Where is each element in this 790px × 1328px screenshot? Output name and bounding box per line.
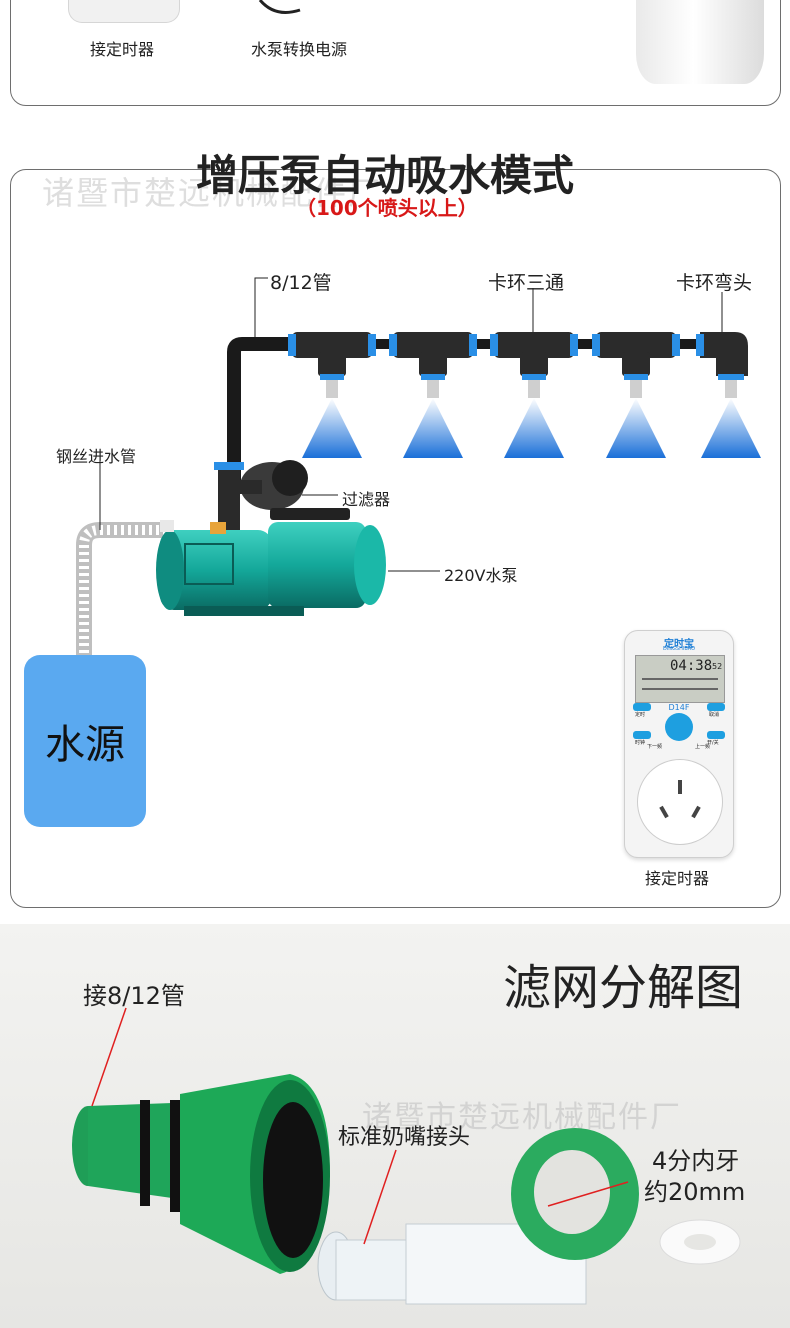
spray-cones <box>302 398 761 458</box>
power-cable-icon <box>258 0 301 14</box>
diagram-watermark: 诸暨市楚远机械配件厂 <box>42 174 383 212</box>
timer-device: 定时宝 DINGSHIBAO 04:38 52 D14F 定时 取消 时钟 开/… <box>624 630 734 858</box>
pump-label: 220V水泵 <box>444 566 518 585</box>
timer-btn-prev-label: 上一频 <box>695 744 711 750</box>
spray-cone-4 <box>606 398 666 458</box>
tee-4 <box>592 332 680 398</box>
nozzle-pointer-arrow <box>363 1149 397 1245</box>
water-source-tank: 水源 <box>24 655 146 827</box>
white-washer <box>659 1219 741 1265</box>
spray-cone-2 <box>403 398 463 458</box>
timer-model: D14F <box>668 703 690 712</box>
timer-socket <box>637 759 723 845</box>
timer-label: 接定时器 <box>645 869 710 888</box>
timer-btn-clock-label: 时钟 <box>635 740 646 746</box>
timer-dpad[interactable] <box>665 713 693 741</box>
filter-nozzle-label: 标准奶嘴接头 <box>338 1125 471 1150</box>
timer-btn-timer[interactable] <box>633 703 651 711</box>
pipe-leader-line <box>254 277 268 290</box>
timer-btn-timer-label: 定时 <box>635 712 646 718</box>
bucket-photo <box>636 0 764 84</box>
timer-label-top: 接定时器 <box>90 40 155 59</box>
elbow-label: 卡环弯头 <box>676 272 753 294</box>
filter-watermark: 诸暨市楚远机械配件厂 <box>362 1100 682 1135</box>
timer-photo-top <box>68 0 180 23</box>
pipe-pointer-arrow <box>91 1007 127 1107</box>
tee-3 <box>490 332 578 398</box>
timer-btn-clock[interactable] <box>633 731 651 739</box>
inlet-hose-label: 钢丝进水管 <box>56 447 137 466</box>
water-source-label: 水源 <box>45 722 125 768</box>
filter-section-title: 滤网分解图 <box>503 960 744 1016</box>
filter-label: 过滤器 <box>342 490 391 509</box>
spray-cone-3 <box>504 398 564 458</box>
inlet-hose <box>76 522 170 660</box>
thread-pointer-arrow <box>547 1181 629 1207</box>
diagram-subtitle: （100个喷头以上） <box>296 196 478 220</box>
tee-label: 卡环三通 <box>488 272 565 294</box>
filter-thread-label-1: 4分内牙 <box>652 1147 740 1175</box>
tee-fittings <box>288 332 748 398</box>
power-label-top: 水泵转换电源 <box>251 40 348 59</box>
timer-lcd-time: 04:38 <box>670 658 713 674</box>
timer-btn-onoff[interactable] <box>707 731 725 739</box>
green-thread-nut <box>511 1128 639 1260</box>
diagram-title: 增压泵自动吸水模式 <box>196 151 575 200</box>
filter-thread-label-2: 约20mm <box>644 1178 746 1206</box>
timer-btn-cancel-label: 取消 <box>709 712 720 718</box>
pipe-label: 8/12管 <box>270 272 332 294</box>
timer-lcd-seconds: 52 <box>712 662 723 671</box>
timer-brand: 定时宝 <box>664 639 694 650</box>
filter-unit <box>214 460 308 538</box>
water-pump <box>156 508 386 616</box>
riser-pipe <box>227 337 300 480</box>
timer-btn-cancel[interactable] <box>707 703 725 711</box>
spray-cone-5 <box>701 398 761 458</box>
irrigation-diagram <box>76 277 761 660</box>
timer-btn-onoff-label: 开/关 <box>707 740 719 746</box>
spray-cone-1 <box>302 398 362 458</box>
elbow-fitting <box>696 332 748 398</box>
timer-brand-sub: DINGSHIBAO <box>662 646 696 652</box>
tee-2 <box>389 332 477 398</box>
green-quick-connector <box>72 1074 330 1274</box>
filter-parts-illustration <box>72 1007 741 1305</box>
tee-1 <box>288 332 376 398</box>
filter-pipe-label: 接8/12管 <box>83 982 185 1010</box>
timer-btn-next-label: 下一频 <box>647 744 663 750</box>
timer-lcd: 04:38 52 <box>635 655 725 703</box>
